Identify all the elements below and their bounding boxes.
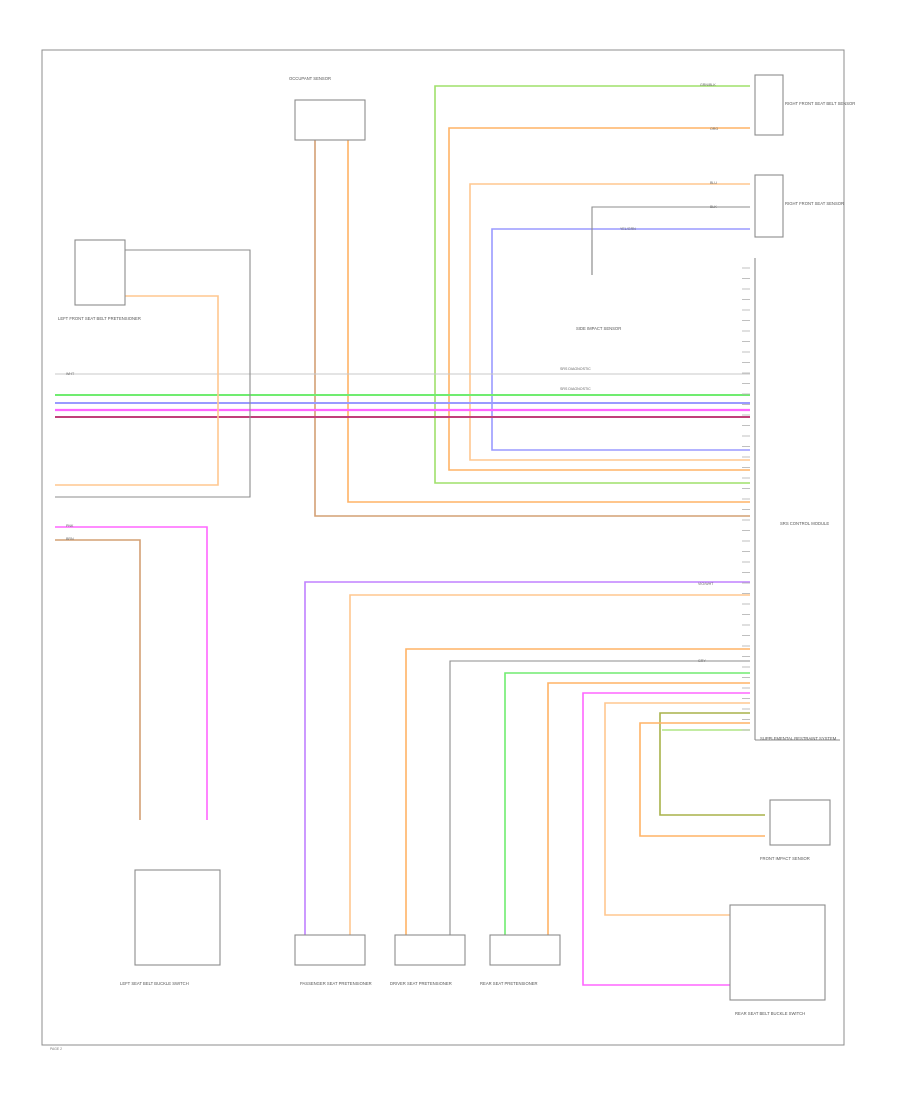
wire-rfs-lt-orange xyxy=(469,183,750,461)
wire-label-vio: VIO/WHT xyxy=(698,582,714,586)
wire-p3-orange xyxy=(547,682,750,935)
rear-buckle-switch-label: REAR SEAT BELT BUCKLE SWITCH xyxy=(735,1011,805,1016)
right-front-seat-sensor-label: RIGHT FRONT SEAT SENSOR xyxy=(785,201,844,206)
left-buckle-switch-box xyxy=(134,869,221,966)
srs-control-module-label: SRS CONTROL MODULE xyxy=(780,521,829,526)
wire-label-blu: BLU xyxy=(710,181,717,185)
front-impact-sensor-label: FRONT IMPACT SENSOR xyxy=(760,856,810,861)
left-buckle-switch-label: LEFT SEAT BELT BUCKLE SWITCH xyxy=(120,981,189,986)
wire-label-gry: GRY xyxy=(698,659,706,663)
right-front-belt-sensor-label: RIGHT FRONT SEAT BELT SENSOR xyxy=(785,101,855,106)
wire-rf-green xyxy=(434,85,750,484)
wire-p2-orange xyxy=(405,648,750,935)
occupant-sensor-box xyxy=(294,99,366,141)
diagnostic-note-2: SRS DIAGNOSTIC xyxy=(560,387,591,391)
wire-label-brn: BRN xyxy=(66,537,74,541)
wire-rfs-gray xyxy=(591,206,750,275)
wire-lf-gray xyxy=(55,249,251,498)
sdm-note-label: SUPPLEMENTAL RESTRAINT SYSTEM xyxy=(760,736,837,741)
wire-label-org: ORG xyxy=(710,127,718,131)
wire-p2-gray xyxy=(449,660,750,935)
component-layer xyxy=(74,74,840,1001)
wire-p1-violet xyxy=(304,581,750,935)
diagnostic-note-1: SRS DIAGNOSTIC xyxy=(560,367,591,371)
wire-label-yel: YEL/GRN xyxy=(620,227,636,231)
right-front-belt-sensor-box xyxy=(754,74,784,136)
left-front-pretensioner-box xyxy=(74,239,126,306)
wire-p3-green xyxy=(504,672,750,935)
wire-label-wht: WHT xyxy=(66,372,75,376)
wire-rfs-blue xyxy=(491,228,750,451)
page-number: PAGE 2 xyxy=(50,1047,62,1051)
wire-occupant-orange xyxy=(347,140,750,503)
front-impact-sensor-box xyxy=(769,799,831,846)
right-front-seat-sensor-box xyxy=(754,174,784,238)
wire-rf-orange xyxy=(448,127,750,471)
wire-label-grn-blk: GRN/BLK xyxy=(700,83,716,87)
driver-pretensioner-label: DRIVER SEAT PRETENSIONER xyxy=(390,981,452,986)
rear-buckle-switch-box xyxy=(729,904,826,1001)
wire-lb-tan xyxy=(55,539,141,820)
wire-rb-lt-orange xyxy=(604,702,750,916)
wire-layer xyxy=(55,85,765,986)
wire-rb-pink xyxy=(582,692,750,986)
side-impact-sensor-label: SIDE IMPACT SENSOR xyxy=(576,326,621,331)
wire-lf-orange xyxy=(55,295,219,486)
pretensioner-connector-passenger xyxy=(294,934,366,966)
wire-lb-pink xyxy=(55,526,208,820)
rear-pretensioner-label: REAR SEAT PRETENSIONER xyxy=(480,981,538,986)
wire-fi-olive xyxy=(659,712,765,816)
wire-label-blk: BLK xyxy=(710,205,717,209)
pretensioner-connector-driver xyxy=(394,934,466,966)
pretensioner-connector-rear xyxy=(489,934,561,966)
passenger-pretensioner-label: PASSENGER SEAT PRETENSIONER xyxy=(300,981,372,986)
wire-fi-orange xyxy=(639,722,765,837)
wire-p1-orange xyxy=(349,594,750,935)
occupant-sensor-label: OCCUPANT SENSOR xyxy=(289,76,331,81)
diagram-frame xyxy=(41,49,845,1046)
wire-occupant-tan xyxy=(314,140,750,517)
wire-label-pnk: PNK xyxy=(66,524,74,528)
left-front-pretensioner-label: LEFT FRONT SEAT BELT PRETENSIONER xyxy=(58,316,141,321)
